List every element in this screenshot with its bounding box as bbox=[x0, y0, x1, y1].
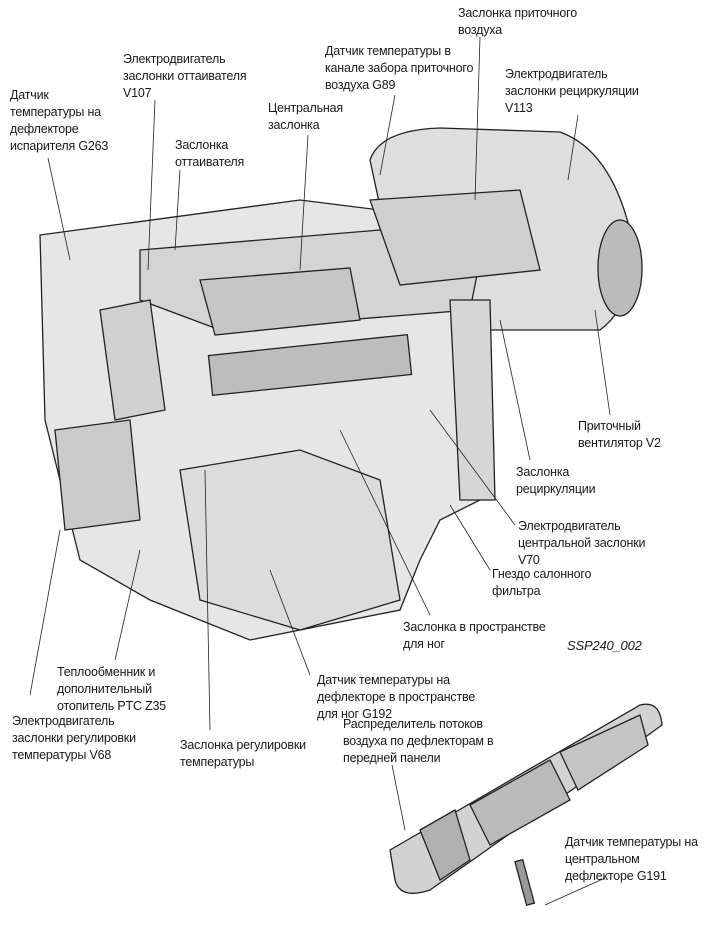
central-flap-grid bbox=[199, 267, 361, 336]
left-box bbox=[54, 419, 141, 531]
filter-duct bbox=[369, 189, 541, 286]
sensor-g191 bbox=[514, 858, 536, 906]
leader-lines bbox=[29, 36, 611, 906]
blower-fan bbox=[597, 219, 643, 317]
blower-outlet bbox=[449, 299, 496, 501]
figure-code: SSP240_002 bbox=[567, 638, 642, 653]
left-vent bbox=[99, 299, 166, 421]
heater-core bbox=[207, 333, 413, 397]
lower-duct bbox=[179, 449, 401, 631]
